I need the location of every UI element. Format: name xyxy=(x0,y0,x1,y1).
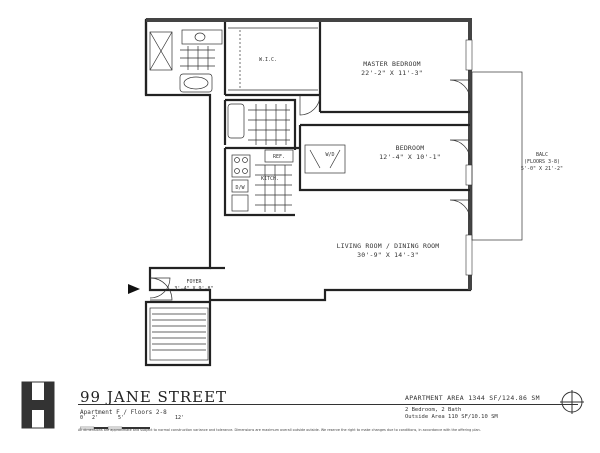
wd-label: W/D xyxy=(325,152,334,158)
door-foyer xyxy=(149,277,173,301)
title-rule xyxy=(78,404,578,405)
master-bedroom-dims: 22'-2" X 11'-3" xyxy=(361,69,423,77)
foyer-dims: 3'-4" X 9'-8" xyxy=(174,286,213,292)
door-master xyxy=(299,94,321,116)
outside-area: Outside Area 110 SF/10.10 SM xyxy=(405,414,498,420)
washer-dryer xyxy=(231,179,249,193)
stove xyxy=(231,154,251,178)
ref-label: REF. xyxy=(273,154,285,160)
wall-bath2 xyxy=(223,98,297,150)
dishwasher xyxy=(231,194,249,212)
wall-kitchen xyxy=(223,146,300,217)
scale-label-12: 12' xyxy=(175,415,185,421)
door-balc-2 xyxy=(449,139,471,161)
balcony-name: BALC xyxy=(536,152,548,158)
wall-bedroom xyxy=(298,123,470,192)
floor-plan: MASTER BEDROOM 22'-2" X 11'-3" W.I.C. BE… xyxy=(128,18,563,367)
north-arrow-icon xyxy=(560,390,584,414)
bath-tiles xyxy=(180,46,215,70)
kitchen-label: KITCH. xyxy=(261,176,279,182)
foyer-name: FOYER xyxy=(186,279,202,285)
master-bedroom-name: MASTER BEDROOM xyxy=(363,60,421,68)
lower-closet xyxy=(149,307,209,361)
wall-wic xyxy=(223,22,322,112)
dw-label: D/W xyxy=(235,185,245,191)
disclaimer: All dimensions are approximate and subje… xyxy=(78,428,481,432)
bath2-tiles xyxy=(248,104,290,145)
apartment-label: Apartment F / Floors 2-8 xyxy=(80,409,167,416)
balcony-floors: (FLOORS 3-8) xyxy=(524,159,560,165)
building-logo-icon xyxy=(21,381,55,429)
bathtub xyxy=(179,73,213,93)
wic-name: W.I.C. xyxy=(259,57,277,63)
vanity xyxy=(181,29,223,45)
living-name: LIVING ROOM / DINING ROOM xyxy=(337,242,440,250)
shower xyxy=(149,31,173,71)
scale-label-5: 5' xyxy=(118,415,125,421)
bedroom-name: BEDROOM xyxy=(396,144,425,152)
tub-2 xyxy=(227,103,245,139)
building-name: 99 JANE STREET xyxy=(80,388,228,406)
refrigerator xyxy=(264,149,294,163)
door-balc-3 xyxy=(449,199,471,221)
entry-arrow-icon xyxy=(128,284,140,294)
right-wall-hatch xyxy=(468,18,472,290)
door-balc-1 xyxy=(449,79,471,101)
scale-label-0: 0 xyxy=(80,415,84,421)
bedroom-closet xyxy=(304,144,346,174)
bedroom-count: 2 Bedroom, 2 Bath xyxy=(405,407,462,413)
balcony-dims: 5'-0" X 21'-2" xyxy=(521,166,563,172)
title-block: 99 JANE STREET Apartment F / Floors 2-8 … xyxy=(0,378,600,453)
door-entry xyxy=(149,277,171,299)
top-wall-hatch xyxy=(146,18,470,22)
exterior-wall xyxy=(144,18,472,367)
windows xyxy=(465,39,473,276)
balcony xyxy=(471,71,523,241)
living-dims: 30'-9" X 14'-3" xyxy=(357,251,419,259)
bedroom-dims: 12'-4" X 10'-1" xyxy=(379,153,441,161)
scale-label-2: 2' xyxy=(92,415,99,421)
apartment-area: APARTMENT AREA 1344 SF/124.86 SM xyxy=(405,394,540,402)
scale-bar: 0 2' 5' 12' xyxy=(79,415,190,430)
